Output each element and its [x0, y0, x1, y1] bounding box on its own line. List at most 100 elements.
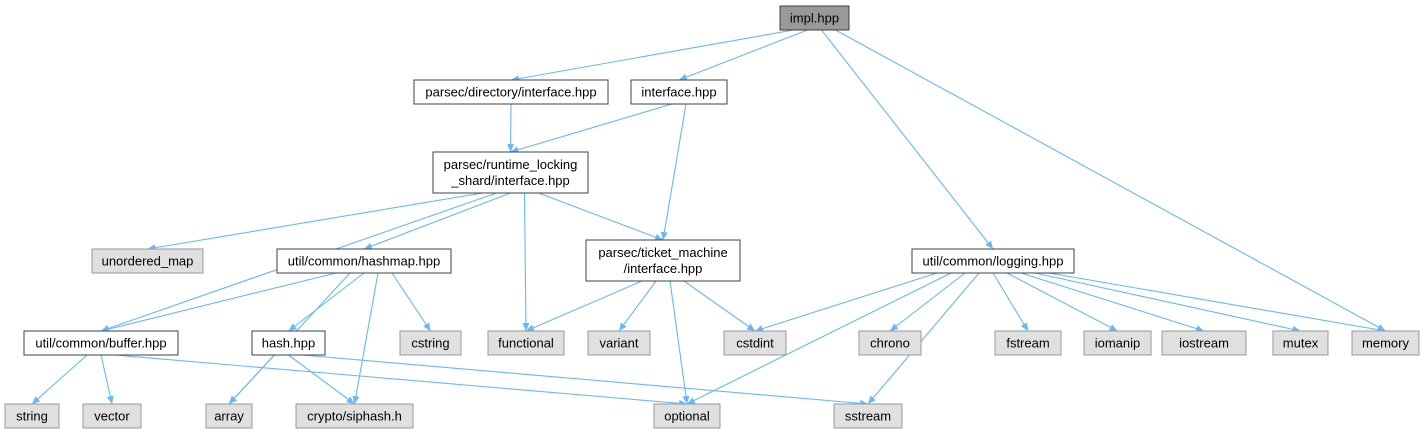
- edge-ticket-to-functional: [525, 280, 643, 332]
- edge-rls_interface-to-hashmap: [363, 192, 511, 250]
- node-functional: functional: [487, 330, 565, 356]
- edge-rls_interface-to-unordered_map: [147, 192, 483, 252]
- node-array: array: [205, 403, 253, 429]
- node-fstream: fstream: [994, 330, 1062, 356]
- node-logging[interactable]: util/common/logging.hpp: [911, 248, 1075, 274]
- node-box: [295, 403, 414, 429]
- node-label: sstream: [845, 409, 891, 424]
- edge-rls_interface-to-ticket: [538, 192, 664, 241]
- node-iostream: iostream: [1161, 330, 1247, 356]
- node-interface[interactable]: interface.hpp: [630, 79, 728, 105]
- node-impl[interactable]: impl.hpp: [779, 5, 850, 31]
- edge-logging-to-chrono: [889, 272, 966, 332]
- node-label: variant: [599, 336, 638, 351]
- edge-rls_interface-to-functional: [522, 192, 530, 332]
- edge-ticket-to-optional: [669, 280, 690, 405]
- edge-hash-to-array: [228, 354, 275, 405]
- edge-buffer-to-string: [31, 354, 88, 405]
- node-label: mutex: [1283, 336, 1319, 351]
- node-label: parsec/runtime_locking: [444, 157, 578, 172]
- node-label: interface.hpp: [641, 85, 716, 100]
- node-box: [585, 239, 741, 282]
- node-hashmap[interactable]: util/common/hashmap.hpp: [276, 248, 452, 274]
- node-box: [432, 151, 589, 194]
- edge-impl-to-interface: [678, 29, 808, 81]
- edge-ticket-to-variant: [618, 280, 657, 332]
- node-optional: optional: [653, 403, 721, 429]
- edge-dir_interface-to-rls_interface: [507, 103, 515, 153]
- node-label: fstream: [1006, 336, 1049, 351]
- node-box: [779, 5, 850, 31]
- edge-impl-to-logging: [821, 29, 994, 250]
- node-label: iostream: [1179, 336, 1229, 351]
- node-label: parsec/directory/interface.hpp: [425, 85, 596, 100]
- node-label: _shard/interface.hpp: [450, 173, 570, 188]
- node-iomanip: iomanip: [1083, 330, 1152, 356]
- node-box: [1351, 330, 1420, 356]
- node-label: /interface.hpp: [624, 261, 703, 276]
- node-label: string: [16, 409, 48, 424]
- node-box: [723, 330, 787, 356]
- node-box: [413, 79, 609, 105]
- edge-interface-to-rls_interface: [510, 103, 673, 154]
- node-variant: variant: [587, 330, 651, 356]
- edge-hash-to-siphash: [288, 354, 355, 405]
- edge-logging-to-memory: [1048, 272, 1386, 334]
- node-label: chrono: [870, 336, 910, 351]
- node-memory: memory: [1351, 330, 1420, 356]
- node-box: [487, 330, 565, 356]
- node-box: [91, 248, 204, 274]
- node-box: [1161, 330, 1247, 356]
- node-sstream: sstream: [833, 403, 903, 429]
- node-box: [4, 403, 60, 429]
- node-box: [205, 403, 253, 429]
- edge-interface-to-ticket: [660, 103, 687, 241]
- edge-hash-to-sstream: [302, 354, 869, 407]
- edge-buffer-to-optional: [114, 354, 688, 407]
- edge-logging-to-optional: [686, 272, 952, 405]
- edge-logging-to-iomanip: [1006, 272, 1118, 332]
- edge-ticket-to-cstdint: [683, 280, 756, 332]
- node-box: [833, 403, 903, 429]
- node-dir_interface[interactable]: parsec/directory/interface.hpp: [413, 79, 609, 105]
- node-box: [23, 330, 179, 356]
- edge-hashmap-to-buffer: [100, 272, 337, 333]
- node-label: array: [214, 409, 244, 424]
- node-label: memory: [1362, 336, 1409, 351]
- node-box: [858, 330, 922, 356]
- edge-hashmap-to-siphash: [352, 272, 379, 405]
- node-label: util/common/logging.hpp: [923, 254, 1064, 269]
- node-box: [653, 403, 721, 429]
- node-chrono: chrono: [858, 330, 922, 356]
- node-label: functional: [498, 336, 554, 351]
- edge-hashmap-to-cstring: [391, 272, 431, 332]
- node-buffer[interactable]: util/common/buffer.hpp: [23, 330, 179, 356]
- node-rls_interface[interactable]: parsec/runtime_locking_shard/interface.h…: [432, 151, 589, 194]
- node-box: [82, 403, 142, 429]
- node-box: [587, 330, 651, 356]
- node-hash[interactable]: hash.hpp: [251, 330, 326, 356]
- node-box: [1083, 330, 1152, 356]
- node-cstring: cstring: [399, 330, 462, 356]
- node-label: hash.hpp: [262, 336, 316, 351]
- node-mutex: mutex: [1272, 330, 1329, 356]
- edge-impl-to-memory: [835, 29, 1386, 332]
- edge-logging-to-sstream: [867, 272, 980, 405]
- node-label: unordered_map: [102, 254, 194, 269]
- node-label: cstring: [411, 336, 449, 351]
- node-label: impl.hpp: [790, 11, 839, 26]
- edge-logging-to-cstdint: [754, 272, 938, 332]
- edge-buffer-to-vector: [100, 354, 114, 405]
- node-unordered_map: unordered_map: [91, 248, 204, 274]
- node-label: util/common/buffer.hpp: [35, 336, 166, 351]
- node-label: optional: [664, 409, 710, 424]
- node-ticket[interactable]: parsec/ticket_machine/interface.hpp: [585, 239, 741, 282]
- node-box: [630, 79, 728, 105]
- node-box: [1272, 330, 1329, 356]
- edge-logging-to-iostream: [1020, 272, 1205, 332]
- node-label: cstdint: [736, 336, 774, 351]
- nodes-layer: impl.hpp parsec/directory/interface.hpp in…: [4, 5, 1420, 429]
- node-label: parsec/ticket_machine: [598, 245, 727, 260]
- node-box: [276, 248, 452, 274]
